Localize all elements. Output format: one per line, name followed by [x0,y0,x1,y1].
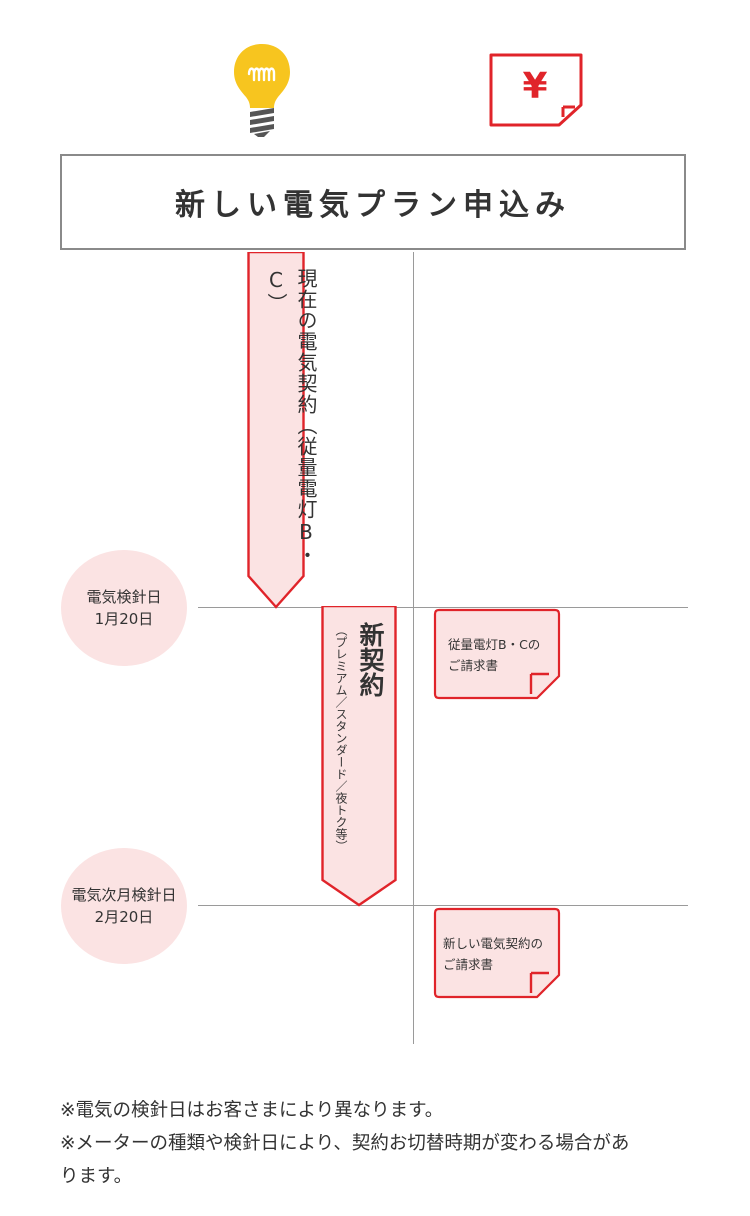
yen-symbol: ¥ [522,66,548,107]
reading-date-1-date: 1月20日 [94,610,154,628]
new-contract-arrow: （プレミアム／スタンダード／夜トク等） 新契約 [321,606,397,908]
current-contract-line1: 現在の電気契約 [294,268,318,415]
title-box: 新しい電気プラン申込み [60,154,686,250]
reading-date-2-label: 電気次月検針日 [71,886,177,904]
bill-1: 従量電灯B・Cの ご請求書 [433,608,561,700]
new-contract-title: 新契約 [356,622,385,697]
reading-date-2-date: 2月20日 [94,908,154,926]
bill-1-line2: ご請求書 [448,658,499,673]
bill-1-line1: 従量電灯B・Cの [448,637,541,652]
current-contract-label: 現在の電気契約（従量電灯B・ C） [261,268,321,588]
timeline-vertical-line [413,252,414,1044]
note-1: ※電気の検針日はお客さまにより異なります。 [60,1100,444,1121]
reading-date-1-circle: 電気検針日 1月20日 [61,550,187,666]
note-3: ります。 [60,1166,133,1187]
current-contract-paren-open: （ [294,415,318,436]
current-contract-arrow: 現在の電気契約（従量電灯B・ C） [247,252,318,610]
reading-date-line-2 [198,905,688,906]
page-title: 新しい電気プラン申込み [175,188,571,223]
reading-date-2-circle: 電気次月検針日 2月20日 [61,848,187,964]
current-contract-paren-close: ） [264,293,288,314]
light-bulb-icon [230,42,294,138]
reading-date-1-label: 電気検針日 [86,588,162,606]
new-contract-subtitle: （プレミアム／スタンダード／夜トク等） [334,624,348,852]
bill-2-line1: 新しい電気契約の [443,936,544,951]
yen-bill-icon: ¥ [487,53,585,127]
reading-date-line-1 [198,607,688,608]
current-contract-line3: C [264,268,288,293]
note-2: ※メーターの種類や検針日により、契約お切替時期が変わる場合があ [60,1133,630,1154]
bill-2-line2: ご請求書 [443,957,494,972]
bill-2: 新しい電気契約の ご請求書 [433,907,561,999]
notes: ※電気の検針日はお客さまにより異なります。 ※メーターの種類や検針日により、契約… [60,1094,700,1193]
current-contract-dot: ・ [294,545,318,566]
current-contract-line2: 従量電灯B [294,436,318,545]
